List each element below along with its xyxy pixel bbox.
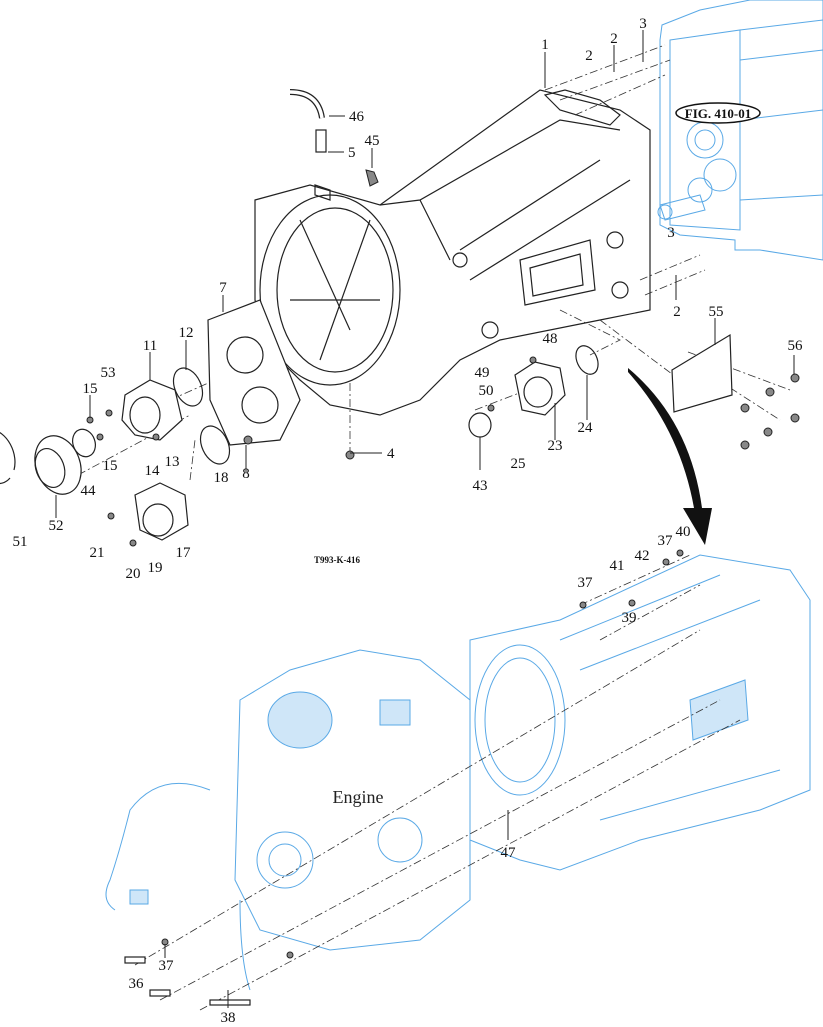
callout-40: 40 (676, 524, 691, 540)
callout-45: 45 (365, 133, 380, 149)
reference-transmission-housing (657, 0, 823, 261)
callout-15a: 15 (83, 381, 98, 397)
callout-53: 53 (101, 365, 116, 381)
callout-21: 21 (90, 545, 105, 561)
callout-20: 20 (126, 566, 141, 582)
callout-3b: 3 (667, 225, 675, 241)
bearing (34, 428, 96, 495)
callout-8: 8 (242, 466, 250, 482)
callout-49: 49 (475, 365, 490, 381)
callout-37b: 37 (578, 575, 594, 591)
figure-reference-badge: FIG. 410-01 (675, 102, 761, 124)
callout-50: 50 (479, 383, 494, 399)
callout-7: 7 (219, 280, 227, 296)
callout-51: 51 (13, 534, 28, 550)
pto-housing (468, 361, 566, 438)
callout-41: 41 (610, 558, 625, 574)
callout-4: 4 (387, 446, 395, 462)
callout-2b: 2 (585, 48, 593, 64)
engine-label-background (314, 780, 402, 812)
transmission-housing (254, 89, 651, 416)
callout-42: 42 (635, 548, 650, 564)
callout-15b: 15 (103, 458, 118, 474)
leader-lines (55, 30, 795, 1008)
callout-39: 39 (622, 610, 637, 626)
front-cover-plate (207, 299, 301, 446)
callout-11: 11 (143, 338, 157, 354)
callout-13: 13 (165, 454, 180, 470)
cover-bolts (740, 373, 800, 450)
callout-24: 24 (578, 420, 594, 436)
callout-23: 23 (548, 438, 563, 454)
callout-38: 38 (221, 1010, 236, 1026)
snap-ring (0, 432, 16, 485)
lower-transmission-assembly (469, 554, 811, 871)
part-callouts: 1 2 2 2 3 3 4 5 7 8 11 12 13 14 15 15 17… (13, 16, 804, 1026)
callout-36: 36 (129, 976, 145, 992)
bearing-housing (121, 379, 183, 441)
engine (105, 649, 471, 991)
callout-46: 46 (349, 109, 365, 125)
rear-cover (134, 482, 189, 541)
breather-hose (289, 89, 379, 187)
callout-37a: 37 (658, 533, 674, 549)
drawing-code: T993-K-416 (314, 555, 360, 565)
callout-2c: 2 (673, 304, 681, 320)
callout-14: 14 (145, 463, 161, 479)
callout-18: 18 (214, 470, 229, 486)
callout-19: 19 (148, 560, 163, 576)
callout-12: 12 (179, 325, 194, 341)
cover-plate (671, 333, 733, 413)
callout-17: 17 (176, 545, 192, 561)
callout-47: 47 (501, 845, 517, 861)
callout-37c: 37 (159, 958, 175, 974)
callout-55: 55 (709, 304, 724, 320)
callout-56: 56 (788, 338, 804, 354)
callout-44: 44 (81, 483, 97, 499)
mounting-bolts (124, 549, 684, 1006)
callout-52: 52 (49, 518, 64, 534)
callout-25: 25 (511, 456, 526, 472)
callout-1: 1 (541, 37, 549, 53)
callout-2a: 2 (610, 31, 618, 47)
callout-43: 43 (473, 478, 488, 494)
callout-48: 48 (543, 331, 558, 347)
lower-alignment-lines (134, 554, 741, 1011)
callout-5: 5 (348, 145, 356, 161)
figure-ref-text: FIG. 410-01 (685, 106, 751, 121)
o-rings (172, 345, 599, 465)
assembly-direction-arrow (628, 368, 712, 545)
callout-3a: 3 (639, 16, 647, 32)
engine-label: Engine (333, 787, 384, 807)
